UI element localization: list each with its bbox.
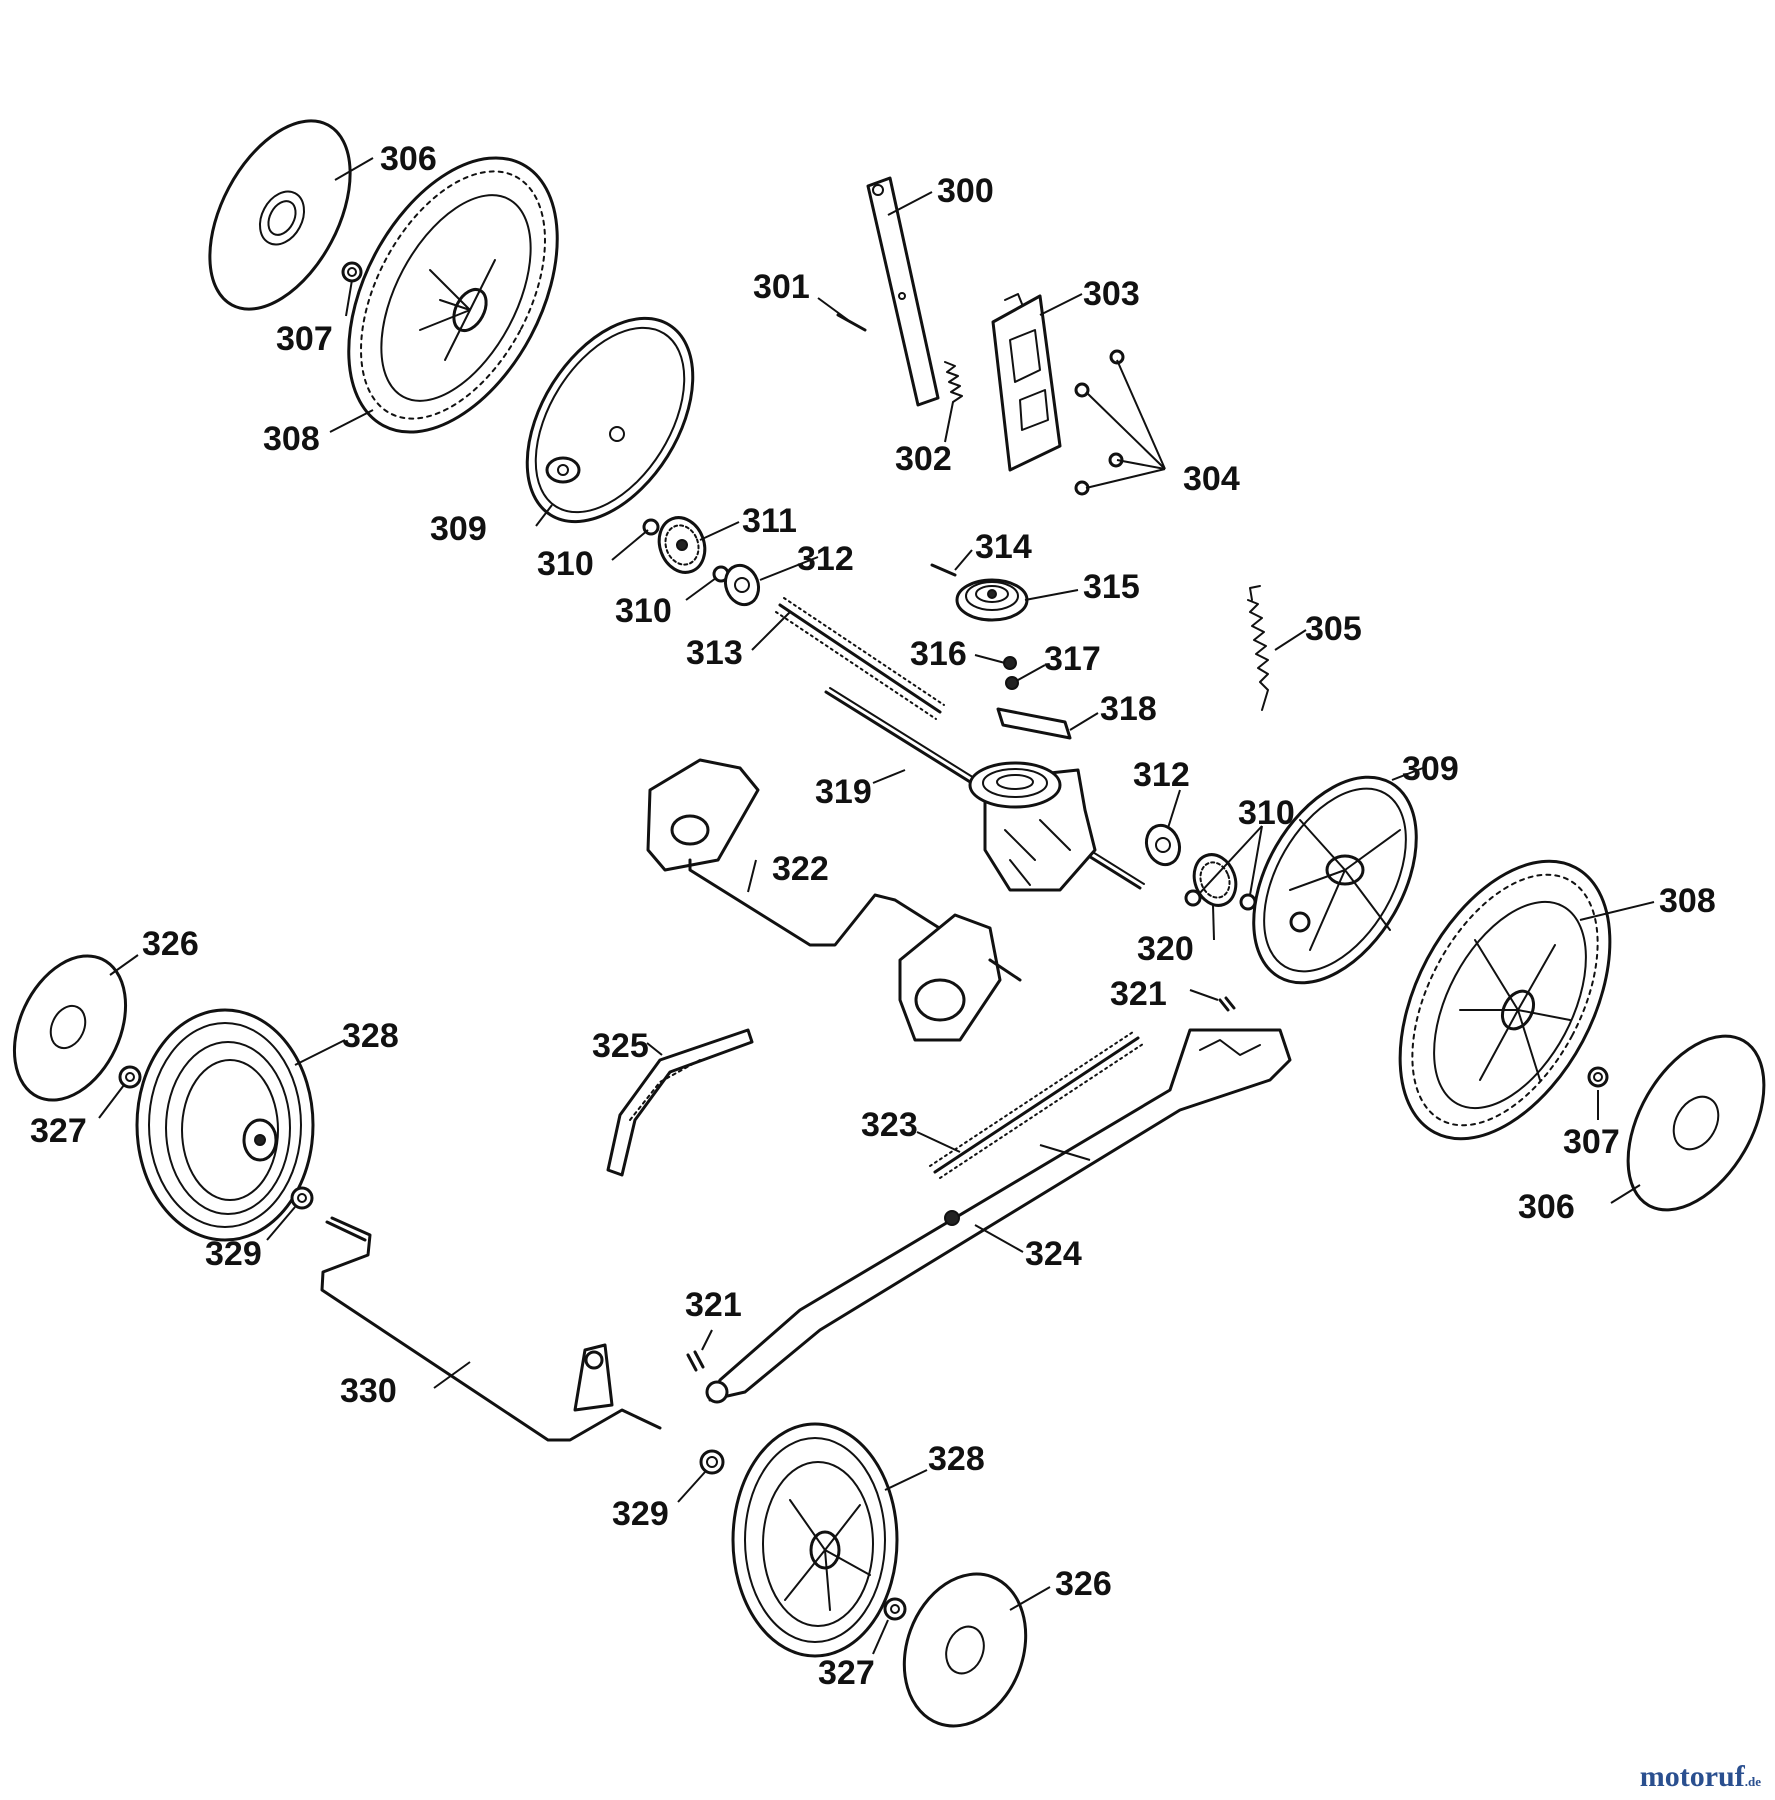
- callout-325: 325: [592, 1027, 649, 1065]
- part-327-washer-bottom: [883, 1597, 907, 1621]
- part-328-front-wheel-bottom: [731, 1422, 899, 1658]
- callout-322: 322: [772, 850, 829, 888]
- callout-315: 315: [1083, 568, 1140, 606]
- part-320-pinion-right: [1192, 853, 1257, 911]
- callout-321-right: 321: [1110, 975, 1167, 1013]
- callout-308-top: 308: [263, 420, 320, 458]
- callout-327-bottom: 327: [818, 1654, 875, 1692]
- callout-330: 330: [340, 1372, 397, 1410]
- part-301-pin: [836, 313, 867, 332]
- callout-301: 301: [753, 268, 810, 306]
- callout-311: 311: [742, 502, 797, 540]
- part-325-rack: [606, 1028, 754, 1177]
- callout-326-left: 326: [142, 925, 199, 963]
- callout-316: 316: [910, 635, 967, 673]
- callout-308-right: 308: [1659, 882, 1716, 920]
- part-318-key: [996, 707, 1072, 740]
- part-310-washer-c: [1184, 889, 1202, 907]
- callout-306-right: 306: [1518, 1188, 1575, 1226]
- part-305-spring: [1247, 585, 1269, 711]
- part-330-front-axle: [320, 1216, 662, 1442]
- callout-305: 305: [1305, 610, 1362, 648]
- callout-327-left: 327: [30, 1112, 87, 1150]
- part-307-clip-top: [341, 261, 363, 283]
- part-328-front-wheel-left: [135, 1008, 315, 1242]
- part-309-wheel-cover-right: [1252, 775, 1418, 985]
- callout-323: 323: [861, 1106, 918, 1144]
- part-324-lever-arm: [705, 1028, 1292, 1404]
- part-327-washer-left: [118, 1065, 142, 1089]
- part-306-hubcap-top: [208, 119, 352, 311]
- callout-329-left: 329: [205, 1235, 262, 1273]
- callout-326-bottom: 326: [1055, 1565, 1112, 1603]
- callout-309-right: 309: [1402, 750, 1459, 788]
- part-302-spring: [944, 361, 963, 403]
- callout-319: 319: [815, 773, 872, 811]
- part-312-bearing-top: [723, 563, 761, 607]
- part-314-pin: [930, 563, 957, 577]
- callout-306-top: 306: [380, 140, 437, 178]
- watermark-logo: motoruf.de: [1640, 1760, 1761, 1794]
- callout-318: 318: [1100, 690, 1157, 728]
- part-309-wheel-cover-top: [525, 316, 695, 524]
- part-306-hubcap-right: [1626, 1034, 1766, 1212]
- callout-304: 304: [1183, 460, 1240, 498]
- callout-328-bottom: 328: [928, 1440, 985, 1478]
- part-326-hubcap-left: [12, 954, 128, 1102]
- watermark-brand: motoruf: [1639, 1760, 1745, 1793]
- part-323-threaded-rod: [929, 1031, 1144, 1179]
- callout-314: 314: [975, 528, 1032, 566]
- part-307-clip-right: [1587, 1066, 1609, 1088]
- callout-309-top: 309: [430, 510, 487, 548]
- part-317-ball: [1005, 676, 1019, 690]
- part-321-clip-right: [1218, 996, 1236, 1012]
- callout-324: 324: [1025, 1235, 1082, 1273]
- watermark-tld: .de: [1744, 1774, 1761, 1789]
- part-321-clip-bottom: [686, 1350, 705, 1372]
- part-313-threaded-rod: [775, 597, 945, 720]
- part-322-crank-rod: [646, 758, 1022, 1042]
- leader-lines: [98, 157, 1655, 1655]
- part-329-bearing-left: [290, 1186, 314, 1210]
- part-316-nut: [1003, 656, 1017, 670]
- callout-312-right: 312: [1133, 756, 1190, 794]
- callout-313: 313: [686, 634, 743, 672]
- callout-307-right: 307: [1563, 1123, 1620, 1161]
- callout-303: 303: [1083, 275, 1140, 313]
- callout-302: 302: [895, 440, 952, 478]
- callout-310-a: 310: [537, 545, 594, 583]
- callout-310-b: 310: [615, 592, 672, 630]
- part-329-bearing-bottom: [699, 1449, 725, 1475]
- part-312-bearing-right: [1144, 823, 1182, 867]
- part-315-pulley: [955, 578, 1029, 622]
- part-303-bracket-plate: [991, 293, 1062, 472]
- callout-300: 300: [937, 172, 994, 210]
- callout-310-c: 310: [1238, 794, 1295, 832]
- callout-312-top: 312: [797, 540, 854, 578]
- part-311-pinion: [657, 516, 707, 574]
- callout-317: 317: [1044, 640, 1101, 678]
- part-326-hubcap-bottom: [902, 1572, 1028, 1728]
- callout-labels: 306 307 308 309 310 311 310 312 313 300 …: [30, 140, 1716, 1692]
- callout-328-left: 328: [342, 1017, 399, 1055]
- callout-320: 320: [1137, 930, 1194, 968]
- callout-321-bottom: 321: [685, 1286, 742, 1324]
- part-308-rear-wheel-right: [1398, 859, 1612, 1141]
- part-308-rear-wheel-top: [347, 156, 559, 434]
- callout-329-bottom: 329: [612, 1495, 669, 1533]
- callout-307-top: 307: [276, 320, 333, 358]
- part-319-axle-gearbox: [824, 687, 1145, 892]
- part-300-lever: [866, 176, 940, 407]
